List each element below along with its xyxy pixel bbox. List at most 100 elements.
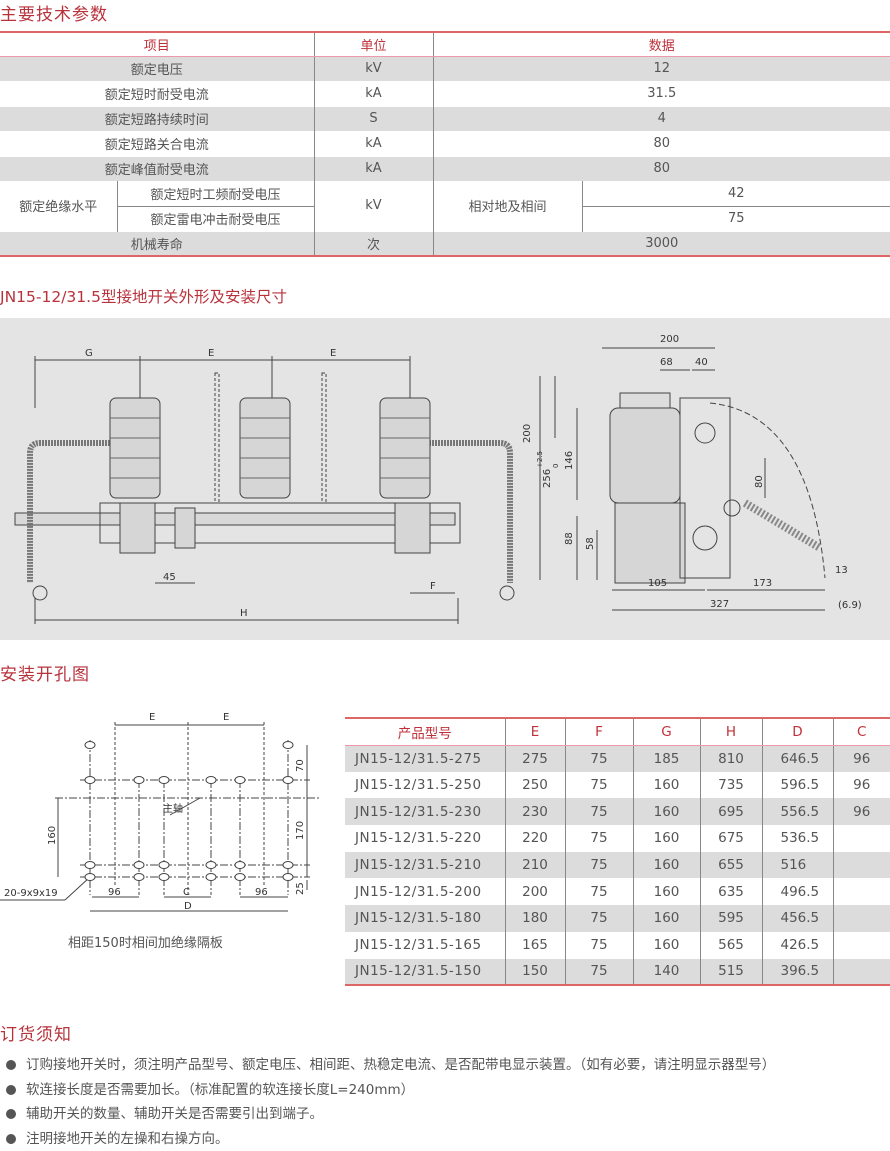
table-cell: 230: [505, 798, 565, 825]
table-cell: 675: [700, 825, 762, 852]
dim-25: 25: [295, 882, 306, 895]
hole-layout-drawing: E E 70 170 160 25 主轴 20-9x9x19 96 C 96 D…: [0, 700, 345, 960]
dim-F: F: [430, 581, 436, 592]
list-item: 订购接地开关时，须注明产品型号、额定电压、相间距、热稳定电流、是否配带电显示装置…: [6, 1053, 775, 1078]
table-cell: JN15-12/31.5-200: [345, 878, 505, 905]
dim-H: H: [240, 608, 248, 619]
dim-C: C: [183, 887, 190, 898]
list-item: 注明接地开关的左操和右操方向。: [6, 1127, 775, 1151]
table-cell: 635: [700, 878, 762, 905]
dim-E: E: [223, 712, 229, 723]
table-cell: 160: [633, 852, 700, 879]
table-cell: 75: [565, 852, 633, 879]
dim-170: 170: [295, 821, 306, 840]
dim-160: 160: [47, 826, 58, 845]
dim-D: D: [184, 901, 192, 912]
dim-327: 327: [710, 599, 729, 610]
dim-E: E: [330, 348, 336, 359]
dim-200: 200: [522, 424, 533, 443]
dim-tolerance-0: 0: [552, 464, 560, 468]
table-cell: 496.5: [762, 878, 833, 905]
dim-E: E: [149, 712, 155, 723]
table-cell: 556.5: [762, 798, 833, 825]
table-cell: [833, 932, 890, 959]
table-cell: 516: [762, 852, 833, 879]
table-cell: 695: [700, 798, 762, 825]
table-cell: 160: [633, 772, 700, 799]
header-D: D: [762, 718, 833, 745]
header-data: 数据: [433, 32, 890, 56]
side-view-drawing: 200 68 40 200 256 +2.5 0 146 80 88 58 10…: [520, 318, 890, 640]
table-cell: 160: [633, 798, 700, 825]
table-cell: 75: [565, 745, 633, 772]
table-cell: 96: [833, 798, 890, 825]
list-item: 软连接长度是否需要加长。（标准配置的软连接长度L=240mm）: [6, 1078, 775, 1103]
table-cell: 456.5: [762, 905, 833, 932]
ordering-notes: 订购接地开关时，须注明产品型号、额定电压、相间距、热稳定电流、是否配带电显示装置…: [6, 1053, 775, 1151]
table-cell: [833, 905, 890, 932]
table-cell: 595: [700, 905, 762, 932]
table-cell: JN15-12/31.5-165: [345, 932, 505, 959]
dim-58: 58: [585, 537, 596, 550]
header-C: C: [833, 718, 890, 745]
main-axis-label: 主轴: [163, 802, 183, 815]
header-unit: 单位: [314, 32, 433, 56]
dim-173: 173: [753, 578, 772, 589]
table-cell: [833, 852, 890, 879]
table-cell: 75: [565, 905, 633, 932]
table-cell: JN15-12/31.5-150: [345, 959, 505, 986]
table-cell: JN15-12/31.5-180: [345, 905, 505, 932]
table-cell: 565: [700, 932, 762, 959]
section-title-ordering: 订货须知: [0, 1020, 72, 1045]
table-cell: 160: [633, 932, 700, 959]
dim-96: 96: [255, 887, 268, 898]
table-cell: [833, 959, 890, 986]
bullet-icon: [6, 1060, 16, 1070]
dim-tolerance: +2.5: [536, 451, 544, 468]
table-cell: 140: [633, 959, 700, 986]
table-cell: 75: [565, 772, 633, 799]
table-cell: 220: [505, 825, 565, 852]
table-cell: 75: [565, 878, 633, 905]
table-cell: 75: [565, 932, 633, 959]
bullet-icon: [6, 1134, 16, 1144]
table-cell: 160: [633, 878, 700, 905]
header-G: G: [633, 718, 700, 745]
table-cell: JN15-12/31.5-250: [345, 772, 505, 799]
table-cell: 75: [565, 798, 633, 825]
table-cell: 75: [565, 825, 633, 852]
dim-146: 146: [564, 451, 575, 470]
table-cell: 210: [505, 852, 565, 879]
table-cell: [833, 825, 890, 852]
table-cell: JN15-12/31.5-210: [345, 852, 505, 879]
table-cell: 596.5: [762, 772, 833, 799]
table-cell: 165: [505, 932, 565, 959]
table-cell: 96: [833, 745, 890, 772]
table-cell: 810: [700, 745, 762, 772]
hole-caption: 相距150时相间加绝缘隔板: [68, 935, 223, 951]
header-H: H: [700, 718, 762, 745]
header-item: 项目: [0, 32, 314, 56]
table-cell: [833, 878, 890, 905]
dim-6-9: (6.9): [838, 600, 862, 611]
header-model: 产品型号: [345, 718, 505, 745]
dim-256: 256: [542, 469, 553, 488]
table-cell: 75: [565, 959, 633, 986]
table-cell: 160: [633, 905, 700, 932]
table-cell: 180: [505, 905, 565, 932]
dim-13: 13: [835, 565, 848, 576]
